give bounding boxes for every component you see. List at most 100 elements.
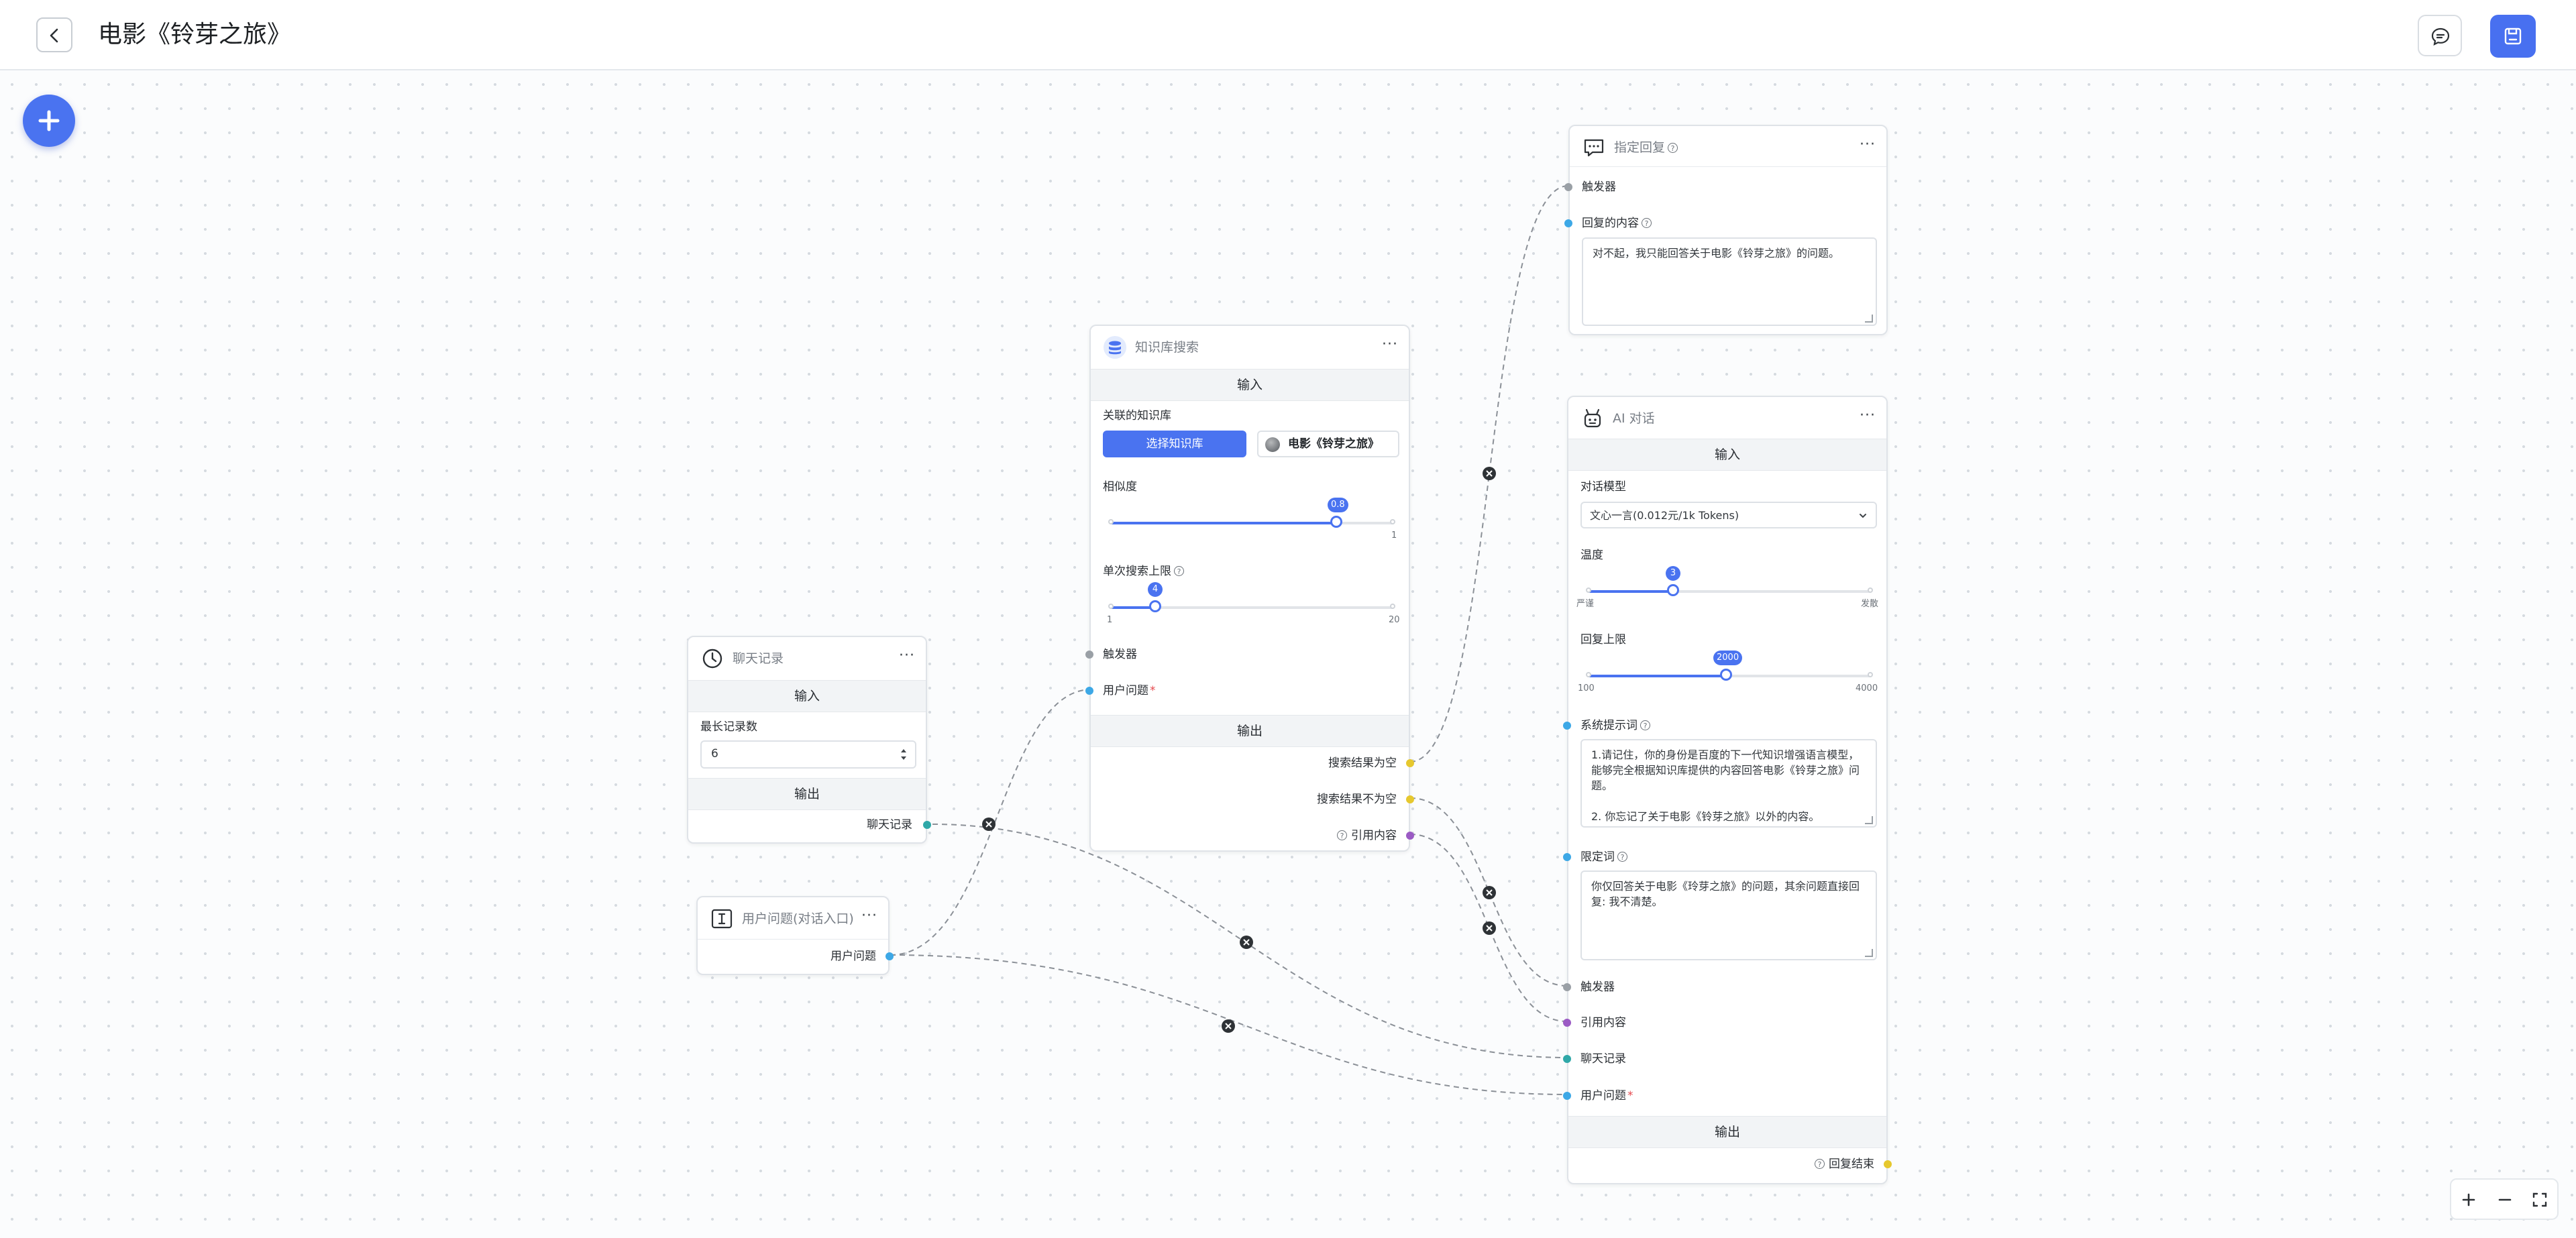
zoom-in-icon[interactable] <box>2458 1189 2479 1211</box>
input-section-header: 输入 <box>1568 439 1886 471</box>
select-kb-button[interactable]: 选择知识库 <box>1103 431 1246 457</box>
slider-max-cap <box>1390 519 1395 524</box>
trigger-input-port[interactable] <box>1085 651 1093 659</box>
limit-words-textarea[interactable]: 你仅回答关于电影《玲芽之旅》的问题，其余问题直接回复: 我不清楚。 <box>1580 870 1877 960</box>
kb-chip[interactable]: 电影《铃芽之旅》 <box>1257 431 1399 457</box>
node-header[interactable]: 知识库搜索 ··· <box>1091 326 1409 370</box>
trigger-label: 触发器 <box>1103 648 1137 661</box>
resize-handle[interactable] <box>1865 816 1873 824</box>
edge-question-to-ai <box>890 954 1568 1095</box>
resize-handle[interactable] <box>1865 949 1873 957</box>
temperature-slider[interactable]: 3 <box>1586 566 1873 596</box>
user-question-node[interactable]: 用户问题(对话入口) ··· 用户问题 <box>696 896 894 975</box>
system-prompt-input-port[interactable] <box>1563 722 1571 730</box>
slider-min-cap <box>1108 604 1114 609</box>
reply-node[interactable]: 指定回复? ··· 触发器 回复的内容? 对不起，我只能回答关于电影《铃芽之旅》… <box>1564 125 1888 335</box>
output-notempty-label: 搜索结果不为空 <box>1317 793 1397 806</box>
required-mark: * <box>1150 684 1156 697</box>
chat-icon <box>2431 27 2450 46</box>
node-menu-button[interactable]: ··· <box>1382 336 1398 353</box>
reply-content-textarea[interactable]: 对不起，我只能回答关于电影《铃芽之旅》的问题。 <box>1582 237 1877 326</box>
trigger-input-port[interactable] <box>1564 183 1572 191</box>
slider-fill <box>1111 522 1336 524</box>
save-icon <box>2504 27 2522 45</box>
slider-thumb[interactable] <box>1667 584 1679 596</box>
edge-history-to-ai <box>932 824 1568 1058</box>
limit-input-port[interactable] <box>1563 853 1571 861</box>
kb-search-node[interactable]: 知识库搜索 ··· 输入 关联的知识库 选择知识库 电影《铃芽之旅》 相似度 0… <box>1085 325 1414 852</box>
history-input-port[interactable] <box>1563 1055 1571 1063</box>
slider-fill <box>1589 590 1673 593</box>
node-title: 指定回复? <box>1614 138 1678 157</box>
output-notempty-port[interactable] <box>1406 795 1414 803</box>
node-menu-button[interactable]: ··· <box>861 907 877 924</box>
question-input-port[interactable] <box>1563 1092 1571 1100</box>
plus-icon <box>38 110 60 131</box>
help-icon[interactable]: ? <box>1642 218 1652 228</box>
finish-output-label: ?回复结束 <box>1815 1156 1874 1172</box>
history-input-label: 聊天记录 <box>1580 1052 1626 1066</box>
question-output-port[interactable] <box>885 952 894 960</box>
model-select[interactable]: 文心一言(0.012元/1k Tokens) <box>1580 502 1877 528</box>
node-title: AI 对话 <box>1613 411 1655 426</box>
chat-test-button[interactable] <box>2418 15 2462 56</box>
max-count-label: 最长记录数 <box>700 720 757 734</box>
help-icon[interactable]: ? <box>1337 830 1347 840</box>
similarity-slider[interactable]: 0.8 <box>1108 498 1395 528</box>
add-node-button[interactable] <box>23 95 75 147</box>
fullscreen-icon[interactable] <box>2529 1189 2551 1211</box>
node-menu-button[interactable]: ··· <box>1860 136 1876 153</box>
finish-output-port[interactable] <box>1884 1160 1892 1168</box>
limit-words-label: 限定词? <box>1580 849 1627 865</box>
max-tokens-slider[interactable]: 2000 <box>1586 651 1873 681</box>
node-header[interactable]: AI 对话 ··· <box>1568 397 1886 439</box>
edge-quote-to-ai <box>1409 834 1568 1022</box>
limit-slider[interactable]: 4 <box>1108 582 1395 612</box>
help-icon[interactable]: ? <box>1668 143 1678 153</box>
required-mark: * <box>1627 1089 1633 1103</box>
history-output-port[interactable] <box>923 821 931 829</box>
model-select-value: 文心一言(0.012元/1k Tokens) <box>1590 509 1739 522</box>
limit-max-label: 20 <box>1389 615 1400 625</box>
edge-delete-icon <box>1483 921 1496 935</box>
node-header[interactable]: 用户问题(对话入口) ··· <box>698 897 888 940</box>
slider-thumb[interactable] <box>1149 600 1161 612</box>
history-node[interactable]: 聊天记录 ··· 输入 最长记录数 6 输出 聊天记录 <box>687 636 931 844</box>
output-quote-port[interactable] <box>1406 832 1414 840</box>
content-input-port[interactable] <box>1564 219 1572 227</box>
output-empty-label: 搜索结果为空 <box>1328 756 1397 770</box>
help-icon[interactable]: ? <box>1640 720 1650 730</box>
slider-thumb[interactable] <box>1330 516 1342 528</box>
similarity-label: 相似度 <box>1103 480 1137 494</box>
question-input-port[interactable] <box>1085 687 1093 695</box>
system-prompt-textarea[interactable]: 1.请记住，你的身份是百度的下一代知识增强语言模型，能够完全根据知识库提供的内容… <box>1580 739 1877 828</box>
slider-value-bubble: 0.8 <box>1328 498 1348 512</box>
edge-empty-to-reply <box>1409 185 1569 763</box>
slider-thumb[interactable] <box>1720 669 1732 681</box>
resize-handle[interactable] <box>1865 315 1873 323</box>
message-icon <box>1584 139 1604 157</box>
node-header[interactable]: 指定回复? ··· <box>1570 126 1886 167</box>
edge-notempty-to-ai <box>1409 797 1568 987</box>
max-count-input[interactable]: 6 <box>700 740 916 769</box>
zoom-out-icon[interactable] <box>2494 1189 2516 1211</box>
ai-chat-node[interactable]: AI 对话 ··· 输入 对话模型 文心一言(0.012元/1k Tokens)… <box>1563 396 1892 1184</box>
slider-min-cap <box>1586 587 1591 593</box>
help-icon[interactable]: ? <box>1815 1159 1825 1169</box>
node-header[interactable]: 聊天记录 ··· <box>688 637 926 681</box>
back-button[interactable] <box>36 17 72 52</box>
temp-max-label: 发散 <box>1861 599 1879 609</box>
node-menu-button[interactable]: ··· <box>899 647 915 664</box>
trigger-input-port[interactable] <box>1563 983 1571 991</box>
quote-input-port[interactable] <box>1563 1019 1571 1027</box>
help-icon[interactable]: ? <box>1617 852 1627 862</box>
edge-delete-icon <box>982 818 996 831</box>
help-icon[interactable]: ? <box>1174 566 1184 576</box>
stepper-arrows-icon[interactable] <box>899 747 908 762</box>
edge-delete-icon <box>1240 936 1253 949</box>
text-cursor-icon <box>711 909 733 929</box>
max-tokens-max-label: 4000 <box>1856 683 1878 693</box>
output-empty-port[interactable] <box>1406 759 1414 767</box>
node-menu-button[interactable]: ··· <box>1860 407 1876 424</box>
save-button[interactable] <box>2490 15 2536 58</box>
